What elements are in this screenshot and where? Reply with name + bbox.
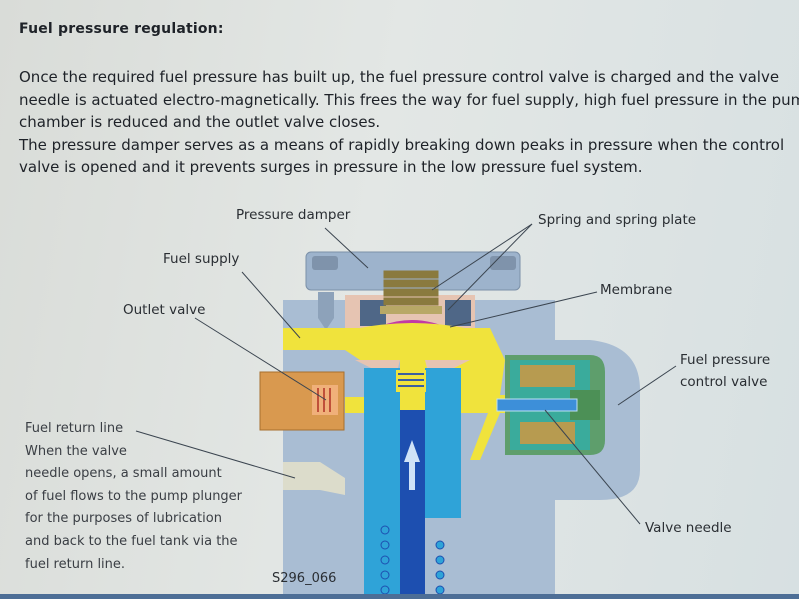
label-valve-needle: Valve needle [645, 520, 732, 536]
paragraph-line: Once the required fuel pressure has buil… [19, 68, 780, 86]
return-line-text: needle opens, a small amount [25, 466, 222, 482]
section-title: Fuel pressure regulation: [19, 21, 224, 37]
paragraph-line: needle is actuated electro-magnetically.… [19, 90, 799, 109]
label-outlet-valve: Outlet valve [123, 302, 206, 318]
inlet-spring [398, 373, 424, 387]
label-control-valve-line2: control valve [680, 374, 768, 390]
bolt-tip [318, 318, 334, 330]
plunger-housing-right [425, 368, 461, 518]
label-control-valve-line1: Fuel pressure [680, 352, 771, 368]
screen-bottom-edge [0, 594, 799, 599]
leader-lines [135, 223, 677, 525]
bolt [318, 292, 334, 318]
cap-end [312, 256, 338, 270]
label-pressure-damper: Pressure damper [236, 207, 351, 223]
solenoid-coil [520, 365, 575, 387]
label-membrane: Membrane [600, 282, 673, 298]
return-line-text: for the purposes of lubrication [25, 511, 222, 527]
paragraph-line: The pressure damper serves as a means of… [19, 135, 785, 154]
description-paragraph: Once the required fuel pressure has buil… [19, 66, 799, 179]
spring-plate [380, 306, 442, 314]
outlet-spring-coils [317, 388, 331, 412]
return-line-text: and back to the fuel tank via the [25, 533, 238, 549]
seal [445, 300, 471, 326]
spring-coils [383, 270, 439, 306]
paragraph-line: valve is opened and it prevents surges i… [19, 158, 643, 176]
paragraph-line: chamber is reduced and the outlet valve … [19, 113, 381, 131]
fuel-return-description: Fuel return line When the valve needle o… [25, 418, 242, 576]
return-line-text: of fuel flows to the pump plunger [25, 488, 243, 504]
return-line-channel [283, 462, 345, 495]
pump-plunger [400, 410, 425, 599]
seal-rings [380, 525, 445, 595]
flow-arrow [404, 440, 420, 490]
return-line-text: When the valve [25, 443, 127, 459]
return-line-text: fuel return line. [25, 556, 126, 572]
return-line-text: Fuel return line [25, 421, 124, 436]
cap-end [490, 256, 516, 270]
valve-seat [355, 360, 470, 380]
plunger-housing-left [364, 368, 400, 599]
valve-needle [496, 398, 578, 412]
figure-id: S296_066 [272, 571, 337, 586]
label-spring-plate: Spring and spring plate [538, 212, 697, 228]
label-fuel-supply: Fuel supply [163, 251, 240, 267]
solenoid-coil [520, 422, 575, 444]
